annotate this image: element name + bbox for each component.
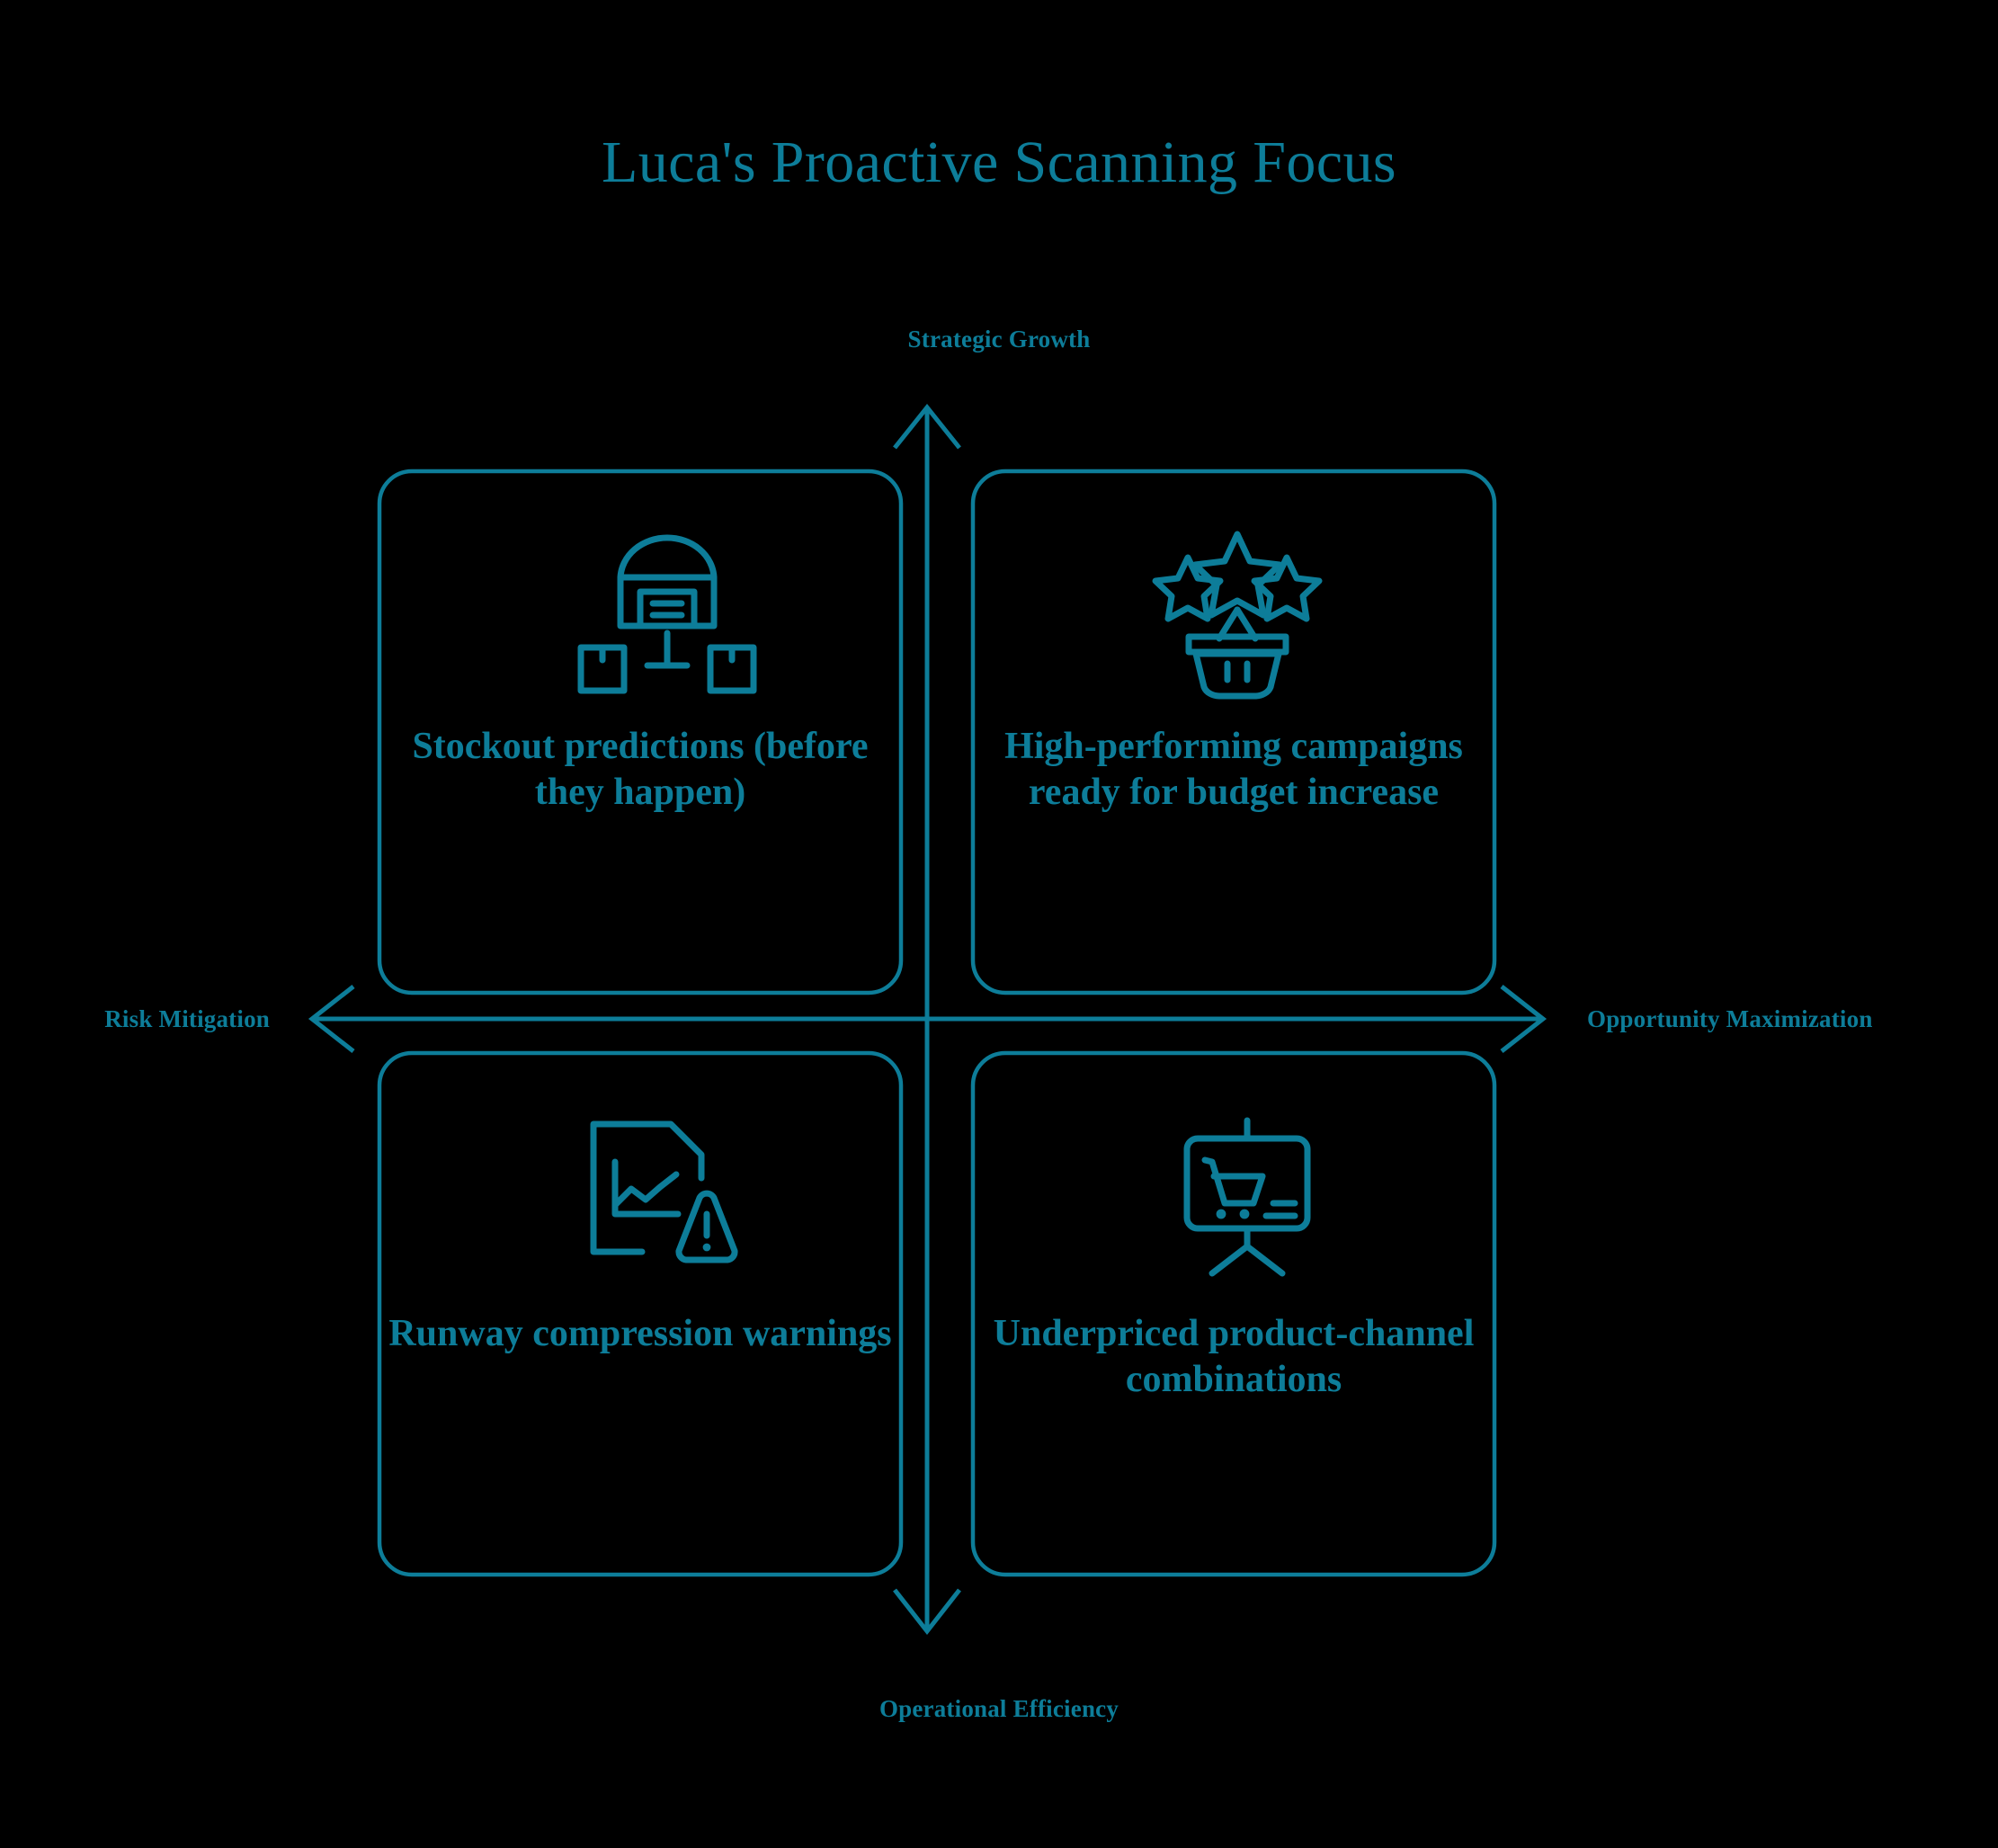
vertical-axis-arrow-down bbox=[893, 1588, 961, 1636]
presentation-cart-icon bbox=[1183, 1117, 1311, 1277]
quadrant-box-bottom-right[interactable] bbox=[970, 1050, 1497, 1577]
warehouse-distribution-icon bbox=[577, 534, 757, 694]
horizontal-axis-arrow-left bbox=[308, 985, 355, 1053]
vertical-axis-arrow-up bbox=[893, 403, 961, 450]
quadrant-box-bottom-left[interactable] bbox=[377, 1050, 904, 1577]
document-chart-warning-icon bbox=[590, 1120, 738, 1263]
horizontal-axis-arrow-right bbox=[1500, 985, 1548, 1053]
basket-stars-icon bbox=[1152, 531, 1323, 700]
quadrant-box-top-right[interactable] bbox=[970, 469, 1497, 995]
quadrant-box-top-left[interactable] bbox=[377, 469, 904, 995]
horizontal-axis bbox=[308, 985, 1548, 1053]
